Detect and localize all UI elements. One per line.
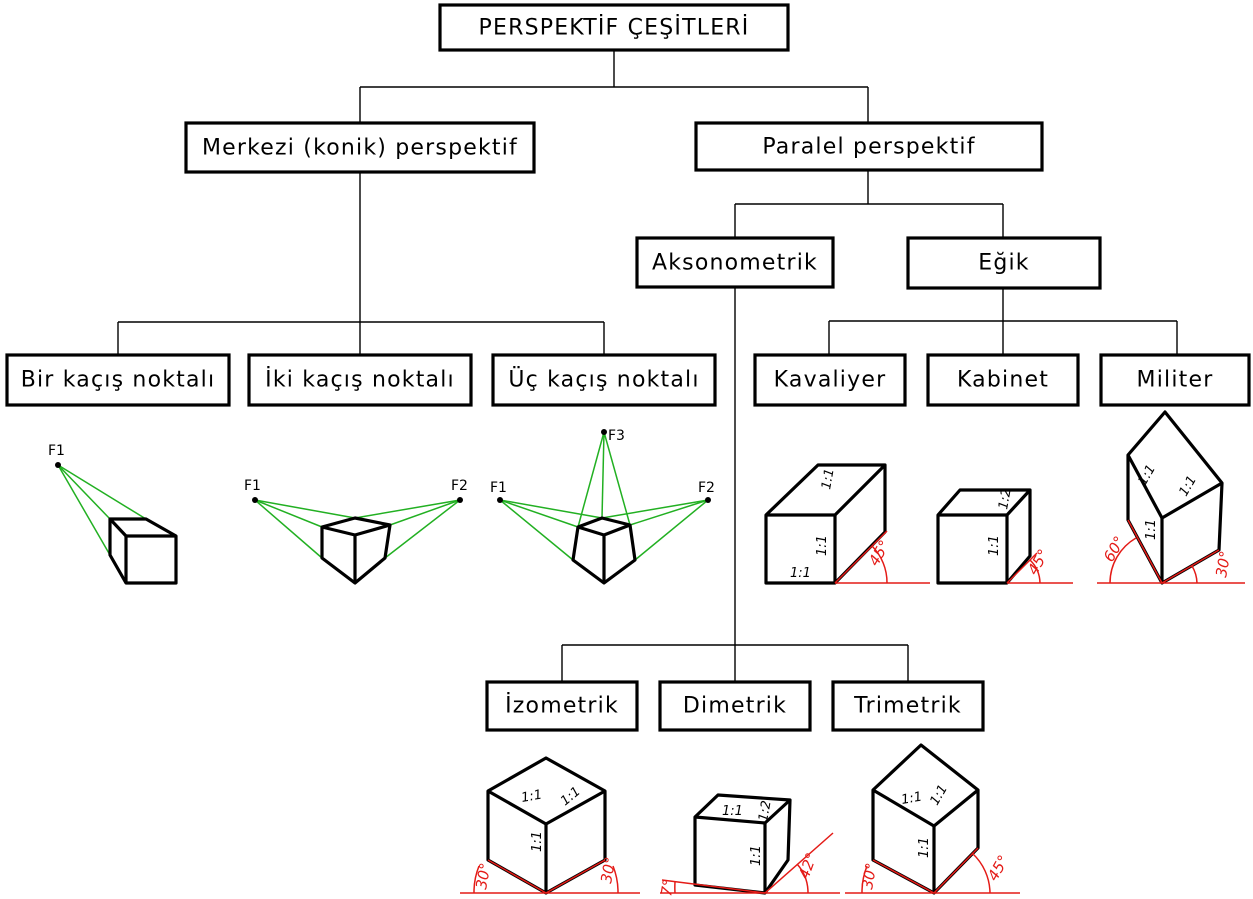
dimetric-cube-figure: 7° 42° 1:1 1:2 1:1 — [657, 793, 840, 898]
node-label: Trimetrik — [853, 694, 962, 719]
trimetric-cube-figure: 30° 45° 1:1 1:1 1:1 — [845, 743, 1020, 895]
node-label: Kavaliyer — [774, 368, 887, 393]
node-trimetrik: Trimetrik — [831, 680, 985, 732]
vanishing-point-dot — [55, 462, 61, 468]
scale-label: 1:1 — [1144, 519, 1159, 540]
node-label: Aksonometrik — [652, 251, 818, 276]
scale-label: 1:1 — [927, 782, 950, 808]
node-label: İki kaçış noktalı — [265, 367, 455, 393]
angle-label: 30° — [858, 861, 880, 890]
node-kabinet: Kabinet — [926, 353, 1080, 407]
tree-connectors — [117, 50, 1178, 682]
one-point-perspective-figure: F1 — [48, 443, 178, 585]
scale-label: 1:2 — [756, 799, 774, 822]
isometric-cube-figure: 30° 30° 1:1 1:1 1:1 — [460, 756, 640, 895]
node-label: Merkezi (konik) perspektif — [202, 136, 518, 161]
scale-label: 1:1 — [987, 535, 1002, 556]
node-iki-kacis-noktali: İki kaçış noktalı — [247, 353, 473, 407]
vanishing-point-label: F1 — [490, 480, 507, 496]
scale-label: 1:1 — [530, 831, 545, 852]
vanishing-point-dot — [705, 497, 711, 503]
node-paralel-perspektif: Paralel perspektif — [694, 121, 1044, 172]
vanishing-point-label: F1 — [244, 478, 261, 494]
node-label: Bir kaçış noktalı — [21, 368, 216, 393]
vanishing-point-dot — [497, 497, 503, 503]
three-point-perspective-figure: F1 F2 F3 — [490, 428, 715, 585]
node-dimetrik: Dimetrik — [658, 680, 812, 732]
node-bir-kacis-noktali: Bir kaçış noktalı — [5, 353, 231, 407]
vanishing-point-label: F2 — [451, 478, 468, 494]
node-label: Üç kaçış noktalı — [508, 367, 699, 393]
scale-label: 1:1 — [900, 790, 923, 808]
scale-label: 1:1 — [819, 467, 837, 490]
angle-label: 45° — [1024, 546, 1053, 578]
scale-label: 1:1 — [815, 535, 830, 556]
node-perspektif-cesitleri: PERSPEKTİF ÇEŞİTLERİ — [438, 3, 790, 52]
military-cube-figure: 60° 30° 1:1 1:1 1:1 — [1097, 410, 1245, 585]
vanishing-point-dot — [252, 497, 258, 503]
scale-label: 1:1 — [722, 804, 743, 819]
vanishing-point-dot — [601, 429, 607, 435]
node-izometrik: İzometrik — [485, 680, 639, 732]
angle-label: 30° — [472, 861, 494, 890]
angle-label: 30° — [597, 855, 619, 884]
two-point-perspective-figure: F1 F2 — [244, 478, 468, 585]
scale-label: 1:1 — [1176, 473, 1199, 499]
angle-label: 30° — [1212, 549, 1234, 578]
scale-label: 1:2 — [996, 487, 1014, 510]
node-militer: Militer — [1099, 353, 1251, 407]
vanishing-point-label: F3 — [608, 428, 625, 444]
node-egik: Eğik — [906, 236, 1102, 290]
node-uc-kacis-noktali: Üç kaçış noktalı — [491, 353, 717, 407]
node-label: İzometrik — [505, 693, 619, 719]
angle-label: 7° — [657, 878, 678, 898]
node-label: PERSPEKTİF ÇEŞİTLERİ — [479, 15, 750, 41]
node-kavaliyer: Kavaliyer — [753, 353, 907, 407]
node-aksonometrik: Aksonometrik — [635, 236, 835, 289]
angle-label: 60° — [1100, 533, 1129, 565]
node-label: Militer — [1137, 368, 1214, 393]
node-label: Kabinet — [957, 368, 1049, 393]
angle-label: 45° — [865, 537, 894, 569]
node-label: Dimetrik — [683, 694, 787, 719]
vanishing-point-dot — [457, 497, 463, 503]
vanishing-point-label: F2 — [698, 480, 715, 496]
scale-label: 1:1 — [917, 837, 932, 858]
angle-label: 42° — [795, 850, 821, 881]
cavalier-cube-figure: 45° 1:1 1:1 1:1 — [764, 463, 930, 585]
scale-label: 1:1 — [749, 845, 764, 866]
node-merkezi-perspektif: Merkezi (konik) perspektif — [184, 121, 536, 174]
scale-label: 1:1 — [520, 788, 543, 806]
scale-label: 1:1 — [1135, 462, 1158, 488]
scale-label: 1:1 — [790, 566, 811, 581]
node-label: Eğik — [978, 251, 1030, 276]
vanishing-point-label: F1 — [48, 443, 65, 459]
node-label: Paralel perspektif — [762, 135, 975, 160]
cabinet-cube-figure: 45° 1:2 1:1 — [936, 487, 1073, 585]
